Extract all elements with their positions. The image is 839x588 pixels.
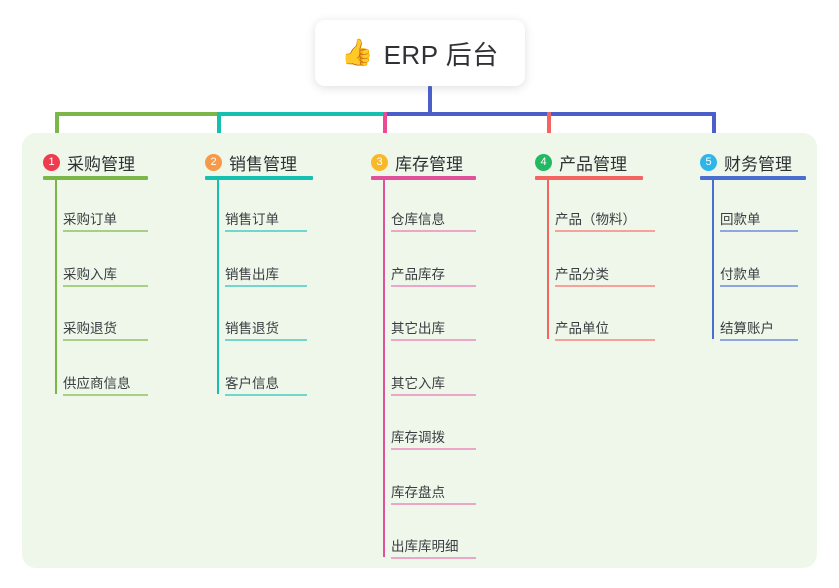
drop-line-1 bbox=[55, 112, 59, 144]
branch-item-rule bbox=[391, 448, 476, 450]
branch-item-label: 采购订单 bbox=[63, 212, 117, 227]
branch-item-rule bbox=[391, 557, 476, 559]
branch-item-rule bbox=[391, 339, 476, 341]
branch-item-label: 销售退货 bbox=[225, 321, 279, 336]
root-stem-line bbox=[428, 86, 432, 116]
branch-item-rule bbox=[391, 393, 476, 396]
root-node[interactable]: 👍 ERP 后台 bbox=[315, 20, 525, 86]
branch-header-3[interactable]: 3 库存管理 bbox=[371, 150, 463, 175]
branch-item-rule bbox=[391, 230, 476, 232]
branch-item-rule bbox=[63, 339, 148, 341]
branch-number-badge: 5 bbox=[700, 154, 717, 171]
bus-segment-2 bbox=[219, 112, 385, 116]
branch-number-badge: 3 bbox=[371, 154, 388, 171]
branch-spine bbox=[547, 180, 549, 339]
branch-item-label: 产品单位 bbox=[555, 321, 609, 336]
branch-item-label: 供应商信息 bbox=[63, 375, 131, 391]
branch-item-rule bbox=[63, 393, 148, 396]
branch-item-rule bbox=[225, 284, 307, 287]
branch-item-label: 仓库信息 bbox=[391, 212, 445, 227]
branch-header-1[interactable]: 1 采购管理 bbox=[43, 150, 135, 175]
branch-item-label: 库存调拨 bbox=[391, 430, 445, 445]
branch-item-rule bbox=[391, 284, 476, 287]
branch-item-label: 客户信息 bbox=[225, 375, 279, 391]
branch-item-rule bbox=[225, 393, 307, 396]
branch-header-rule bbox=[700, 176, 806, 180]
bus-segment-1 bbox=[55, 112, 219, 116]
branch-item-label: 结算账户 bbox=[720, 321, 774, 336]
branch-item-rule bbox=[555, 230, 655, 232]
branch-header-rule bbox=[535, 176, 643, 180]
branch-item-rule bbox=[555, 339, 655, 341]
branch-item-label: 库存盘点 bbox=[391, 484, 445, 500]
branch-header-rule bbox=[371, 176, 476, 180]
drop-line-3 bbox=[383, 112, 387, 144]
branch-item-label: 其它入库 bbox=[391, 375, 445, 391]
branch-title: 财务管理 bbox=[724, 155, 792, 174]
branch-spine bbox=[217, 180, 219, 394]
branch-item-rule bbox=[391, 502, 476, 505]
branch-item-label: 其它出库 bbox=[391, 321, 445, 336]
branch-item-label: 销售出库 bbox=[225, 266, 279, 282]
thumbs-up-icon: 👍 bbox=[341, 38, 374, 68]
drop-line-5 bbox=[712, 112, 716, 144]
branch-header-5[interactable]: 5 财务管理 bbox=[700, 150, 792, 175]
branch-item-label: 销售订单 bbox=[225, 212, 279, 227]
branch-item-label: 回款单 bbox=[720, 212, 761, 227]
branch-item-rule bbox=[720, 284, 798, 287]
drop-line-4 bbox=[547, 112, 551, 144]
branch-item-rule bbox=[720, 230, 798, 232]
branch-item-rule bbox=[720, 339, 798, 341]
branch-spine bbox=[712, 180, 714, 339]
branch-spine bbox=[55, 180, 57, 394]
branch-header-2[interactable]: 2 销售管理 bbox=[205, 150, 297, 175]
branch-item-rule bbox=[63, 230, 148, 232]
branch-title: 库存管理 bbox=[395, 155, 463, 174]
branches-panel bbox=[22, 133, 817, 568]
branch-header-rule bbox=[205, 176, 313, 180]
branch-item-label: 付款单 bbox=[720, 266, 761, 282]
branch-title: 采购管理 bbox=[67, 155, 135, 174]
branch-title: 销售管理 bbox=[229, 155, 297, 174]
branch-header-4[interactable]: 4 产品管理 bbox=[535, 150, 627, 175]
drop-line-2 bbox=[217, 112, 221, 144]
branch-item-label: 出库库明细 bbox=[391, 539, 459, 554]
branch-item-rule bbox=[225, 230, 307, 232]
branch-item-label: 产品库存 bbox=[391, 266, 445, 282]
branch-header-rule bbox=[43, 176, 148, 180]
branch-item-label: 产品分类 bbox=[555, 266, 609, 282]
branch-number-badge: 4 bbox=[535, 154, 552, 171]
branch-number-badge: 1 bbox=[43, 154, 60, 171]
branch-item-rule bbox=[63, 284, 148, 287]
branch-item-label: 采购退货 bbox=[63, 321, 117, 336]
branch-item-rule bbox=[225, 339, 307, 341]
branch-item-label: 采购入库 bbox=[63, 266, 117, 282]
branch-item-label: 产品（物料） bbox=[555, 212, 636, 227]
branch-spine bbox=[383, 180, 385, 557]
branch-item-rule bbox=[555, 284, 655, 287]
branch-number-badge: 2 bbox=[205, 154, 222, 171]
root-node-label: ERP 后台 bbox=[383, 39, 499, 70]
branch-title: 产品管理 bbox=[559, 155, 627, 174]
